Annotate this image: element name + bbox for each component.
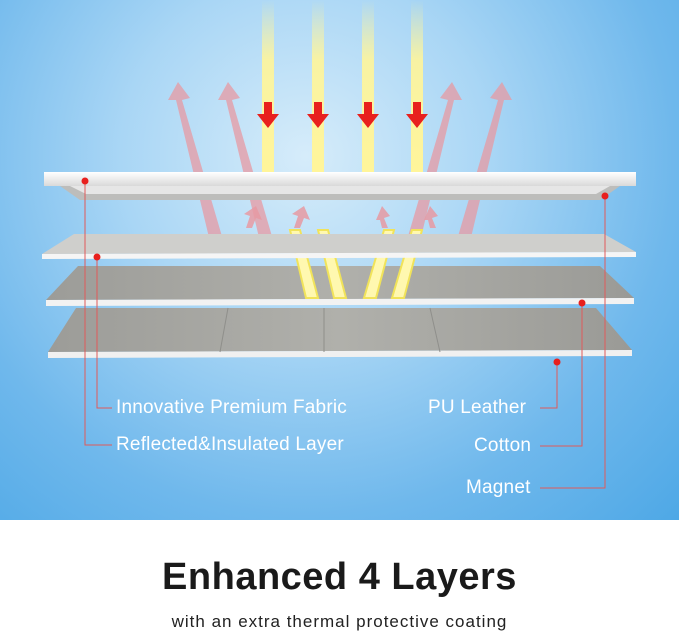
inner-reflect-arrows: [244, 206, 438, 228]
leader-cotton: [540, 303, 583, 447]
leader-magnet: [540, 196, 606, 489]
layer-reflected-insulated: [42, 234, 636, 259]
label-reflected-layer: Reflected&Insulated Layer: [116, 434, 344, 455]
heat-arrows: [257, 102, 428, 128]
label-cotton: Cotton: [474, 435, 532, 456]
incoming-light-beams: [262, 0, 423, 172]
reflected-heat-arrows: [168, 82, 512, 250]
illustration-panel: Innovative Premium Fabric Reflected&Insu…: [0, 0, 679, 520]
heat-arrow-3: [357, 102, 379, 128]
reflect-arrow-3: [404, 82, 462, 250]
leader-lines: [84, 181, 606, 489]
leader-reflected: [84, 181, 112, 446]
label-premium-fabric: Innovative Premium Fabric: [116, 397, 347, 418]
heat-arrow-4: [406, 102, 428, 128]
leader-fabric: [96, 257, 112, 409]
headline: Enhanced 4 Layers: [162, 556, 517, 598]
layer-pu-leather: [48, 307, 632, 358]
heat-arrow-2: [307, 102, 329, 128]
layer-premium-fabric: [44, 172, 636, 200]
subheadline: with an extra thermal protective coating: [171, 612, 508, 631]
label-pu-leather: PU Leather: [428, 397, 527, 418]
label-magnet: Magnet: [466, 477, 531, 498]
reflect-arrow-4: [454, 82, 512, 250]
layers-illustration: [42, 0, 636, 489]
reflect-arrow-1: [168, 82, 226, 250]
reflect-arrow-2: [218, 82, 276, 250]
leader-pu-leather: [540, 362, 558, 409]
heat-arrow-1: [257, 102, 279, 128]
leader-dots: [81, 177, 609, 366]
